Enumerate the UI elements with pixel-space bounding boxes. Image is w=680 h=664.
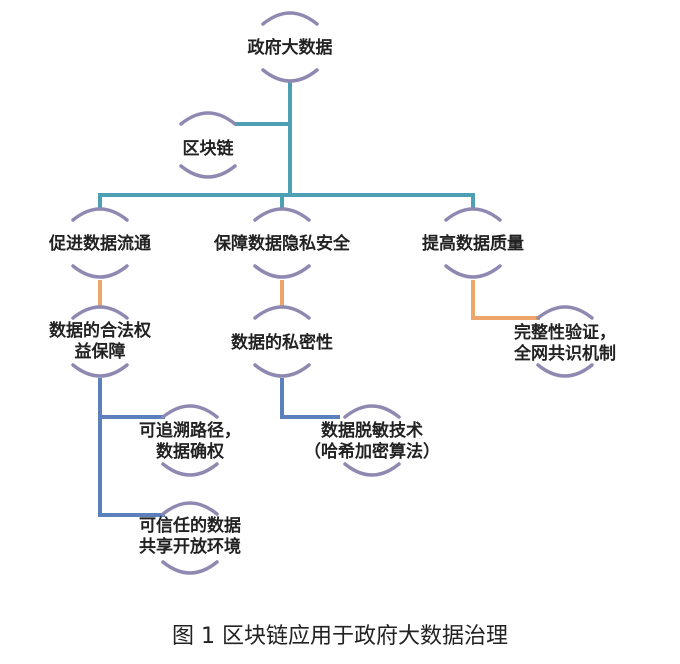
node-bottom-arc [161,560,219,575]
connectors [98,82,540,517]
blue-connector [98,378,340,517]
node-quality: 提高数据质量 [422,207,524,279]
node-bottom-arc [261,68,319,83]
node-top-arc [253,305,311,320]
node-top-arc [444,207,502,222]
node-top-arc [71,207,129,222]
node-root: 政府大数据 [248,11,333,83]
node-bottom-arc [179,164,237,179]
node-top-arc [179,111,237,126]
node-label: 保障数据隐私安全 [213,233,351,254]
node-trace: 可追溯路径，数据确权 [139,404,241,477]
node-privacy: 数据的私密性 [231,305,333,378]
node-bottom-arc [253,363,311,378]
node-bottom-arc [536,363,594,378]
node-label: 可信任的数据 [139,515,241,536]
node-top-arc [261,11,319,26]
node-bottom-arc [71,264,129,279]
node-label: 数据确权 [156,441,225,462]
node-top-arc [161,404,219,419]
node-masking: 数据脱敏技术（哈希加密算法） [304,404,440,477]
figure-caption: 图 1 区块链应用于政府大数据治理 [172,624,508,649]
orange-connector [98,280,540,320]
node-bottom-arc [71,363,129,378]
node-protect: 保障数据隐私安全 [213,207,351,279]
node-label: 完整性验证， [514,322,616,343]
node-label: 数据脱敏技术 [321,420,423,441]
node-blockchain: 区块链 [179,111,237,179]
node-label: 提高数据质量 [422,233,524,254]
node-top-arc [71,305,129,320]
node-label: 促进数据流通 [48,233,151,254]
node-bottom-arc [253,264,311,279]
node-bottom-arc [161,462,219,477]
node-promote: 促进数据流通 [48,207,151,279]
node-label: 数据的合法权 [49,320,152,341]
node-label: 区块链 [183,138,235,159]
node-bottom-arc [444,264,502,279]
node-label: 益保障 [75,341,126,362]
node-integrity: 完整性验证，全网共识机制 [513,305,616,378]
node-top-arc [536,305,594,320]
node-top-arc [343,404,401,419]
node-label: （哈希加密算法） [304,441,440,462]
node-bottom-arc [343,462,401,477]
node-label: 数据的私密性 [231,332,333,353]
node-top-arc [253,207,311,222]
node-label: 共享开放环境 [139,536,241,557]
node-top-arc [161,501,219,516]
node-label: 政府大数据 [248,37,333,58]
node-label: 可追溯路径， [139,420,241,441]
trunk-connector [98,82,475,208]
node-label: 全网共识机制 [513,343,616,364]
